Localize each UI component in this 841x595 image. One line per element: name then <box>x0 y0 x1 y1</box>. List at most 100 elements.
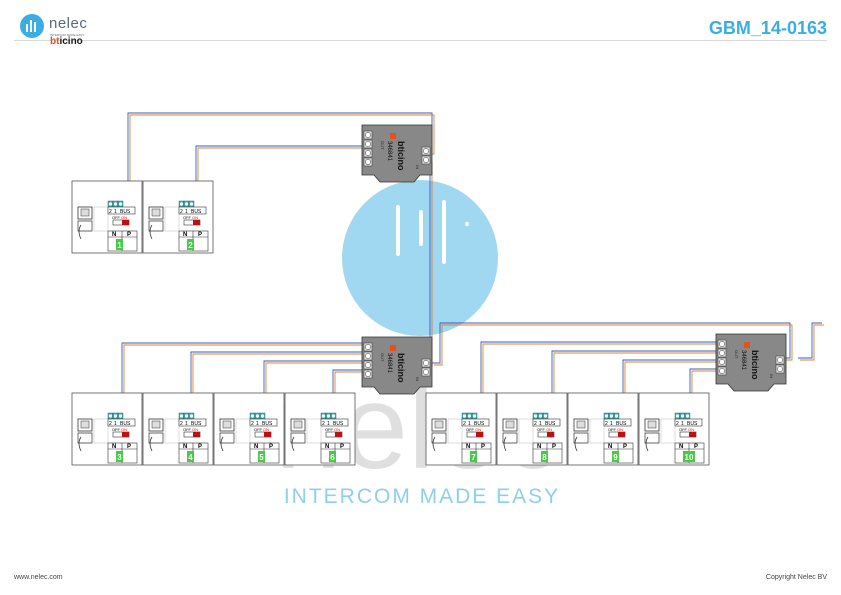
wire-trunk-right-blue <box>432 322 791 364</box>
terminal-screw-head <box>462 414 467 418</box>
terminal-screw-head <box>543 414 548 418</box>
monitor-side <box>660 418 676 444</box>
watermark-bar <box>442 200 446 264</box>
np-label-n: N <box>183 232 187 238</box>
document-code: GBM_14-0163 <box>708 18 827 38</box>
terminal-label-2: 2 <box>463 421 466 427</box>
np-label-n: N <box>112 232 116 238</box>
dip-switch-knob <box>547 432 554 437</box>
switch-label-off: OFF <box>112 215 121 220</box>
terminal-label-2: 2 <box>676 421 679 427</box>
terminal-screw-head <box>184 202 189 206</box>
monitor-side <box>518 418 534 444</box>
station-number: 10 <box>685 453 694 462</box>
wire-station-7-blue <box>480 341 720 416</box>
np-label-p: P <box>552 444 556 450</box>
np-label-n: N <box>466 444 470 450</box>
header-divider <box>14 40 827 41</box>
terminal-label-2: 2 <box>180 421 183 427</box>
wire-station-1-orange <box>129 114 435 206</box>
terminal-label-2: 2 <box>109 421 112 427</box>
handset-cord-icon <box>78 436 82 452</box>
terminal-screw-head <box>685 414 690 418</box>
switch-label-on: ON <box>263 427 269 432</box>
dip-switch-knob <box>476 432 483 437</box>
distributor-model: 346841 <box>386 353 392 374</box>
switch-label-off: OFF <box>466 427 475 432</box>
watermark-circle <box>342 180 498 336</box>
station-number: 8 <box>542 453 547 462</box>
monitor-body <box>219 432 235 444</box>
monitor-side <box>306 418 322 444</box>
distributor-model: 346841 <box>740 350 746 371</box>
terminal-screw-head <box>680 414 685 418</box>
handset-cord-icon <box>149 436 153 452</box>
np-label-p: P <box>694 444 698 450</box>
terminal-label-2: 2 <box>251 421 254 427</box>
monitor-body <box>644 432 660 444</box>
switch-label-on: ON <box>192 427 198 432</box>
distributor-in-label: IN <box>769 374 774 378</box>
handset-cord-icon <box>291 436 295 452</box>
terminal-labels-box <box>178 418 207 427</box>
switch-label-off: OFF <box>183 215 192 220</box>
monitor-display <box>80 420 90 429</box>
footer-website[interactable]: www.nelec.com <box>14 574 63 581</box>
terminal-labels-box <box>320 418 349 427</box>
dip-switch-knob <box>193 220 200 225</box>
terminal-label-1: 1 <box>114 421 117 427</box>
terminal-screw-head <box>113 202 118 206</box>
switch-label-on: ON <box>121 427 127 432</box>
handset-cord-icon <box>149 224 153 240</box>
terminal-screw-head <box>604 414 609 418</box>
station-number: 7 <box>471 453 476 462</box>
monitor-display <box>80 208 90 217</box>
switch-label-off: OFF <box>679 427 688 432</box>
terminal-screw-head <box>675 414 680 418</box>
logo-tagline: INTERCOM MADE EASY <box>50 33 85 37</box>
monitor-body <box>77 220 93 232</box>
monitor-side <box>235 418 251 444</box>
terminal-label-2: 2 <box>180 209 183 215</box>
monitor-body <box>290 432 306 444</box>
terminal-screw-head <box>538 414 543 418</box>
in-terminal-screw <box>423 369 429 375</box>
monitor-display <box>151 420 161 429</box>
switch-label-on: ON <box>334 427 340 432</box>
dip-switch-knob <box>122 220 129 225</box>
watermark-bar <box>465 222 469 226</box>
distributor-brand-mark <box>390 133 396 139</box>
logo-icon <box>20 14 44 38</box>
terminal-label-bus: BUS <box>120 209 131 215</box>
terminal-labels-box <box>107 418 136 427</box>
monitor-side <box>589 418 605 444</box>
distributor-body <box>361 124 433 183</box>
wire-trunk-right-orange <box>434 324 793 366</box>
station-number-badge <box>683 451 695 462</box>
out-terminal-screw <box>365 132 371 138</box>
np-label-n: N <box>112 444 116 450</box>
terminal-label-bus: BUS <box>191 209 202 215</box>
terminal-labels-box <box>178 206 207 215</box>
terminal-screw-head <box>255 414 260 418</box>
terminal-label-1: 1 <box>539 421 542 427</box>
np-label-n: N <box>325 444 329 450</box>
distributor-out-label: OUT <box>380 353 385 362</box>
monitor-side <box>164 206 180 232</box>
dip-switch-knob <box>335 432 342 437</box>
switch-label-off: OFF <box>112 427 121 432</box>
out-terminal-screw <box>365 371 371 377</box>
station-number: 5 <box>259 453 264 462</box>
handset-cord-icon <box>220 436 224 452</box>
dip-switch-knob <box>193 432 200 437</box>
